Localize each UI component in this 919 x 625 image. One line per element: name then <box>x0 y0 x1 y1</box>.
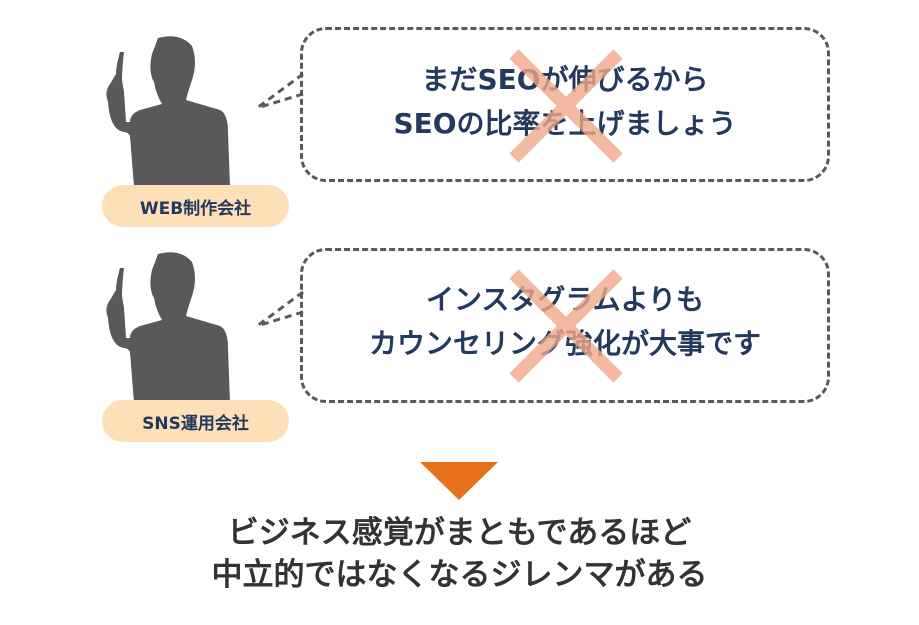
bubble-line: インスタグラムよりも <box>425 283 705 316</box>
speech-bubble-web <box>300 27 830 182</box>
conclusion-text: ビジネス感覚がまともであるほど 中立的ではなくなるジレンマがある <box>0 512 919 596</box>
speech-tail <box>256 290 304 328</box>
person-silhouette-icon <box>106 252 230 403</box>
company-label-web: WEB制作会社 <box>102 185 289 227</box>
bubble-line: まだSEOが伸びるから <box>421 63 709 96</box>
company-label-sns: SNS運用会社 <box>102 400 289 442</box>
down-arrow-icon <box>420 462 498 500</box>
cross-mark-icon <box>509 269 623 383</box>
speech-tail <box>256 72 304 110</box>
speech-bubble-sns <box>300 248 830 403</box>
person-silhouette-icon <box>106 36 230 187</box>
cross-mark-icon <box>509 49 623 163</box>
conclusion-line: 中立的ではなくなるジレンマがある <box>211 557 708 593</box>
conclusion-line: ビジネス感覚がまともであるほど <box>227 515 692 551</box>
